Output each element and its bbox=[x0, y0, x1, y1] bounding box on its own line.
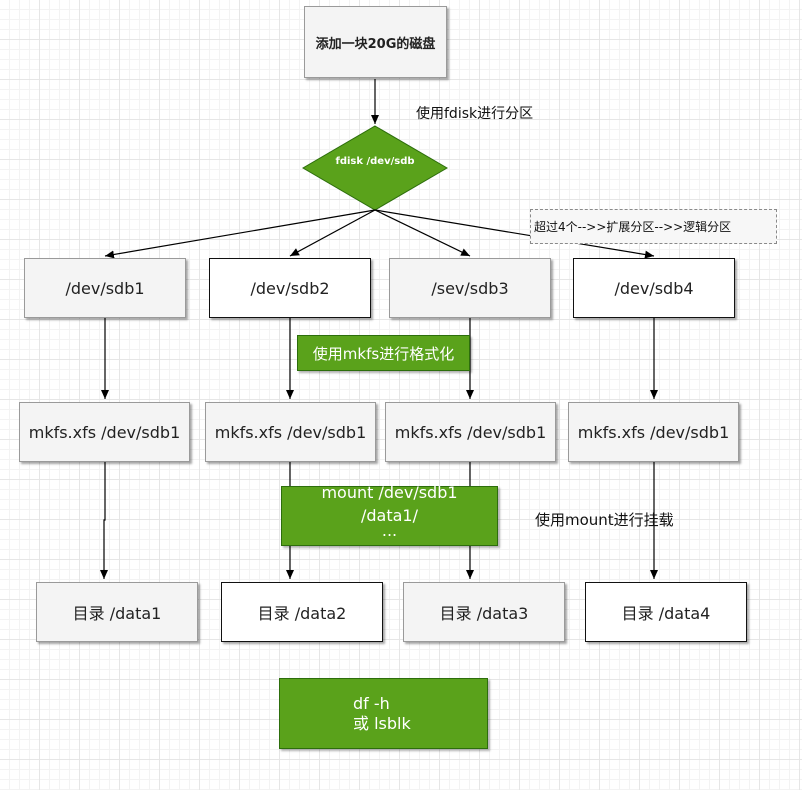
fdisk-label: 使用fdisk进行分区 bbox=[416, 106, 534, 122]
check-line-1: df -h bbox=[353, 693, 390, 713]
mkfs-command-1: mkfs.xfs /dev/sdb1 bbox=[28, 422, 181, 442]
partition-box-3: /sev/sdb3 bbox=[389, 258, 551, 318]
decision-diamond bbox=[302, 125, 448, 211]
connector-decision-sdb4 bbox=[374, 209, 655, 259]
directory-box-4: 目录 /data4 bbox=[585, 582, 747, 642]
mkfs-command-4: mkfs.xfs /dev/sdb1 bbox=[577, 422, 730, 442]
start-box-text: 添加一块20G的磁盘 bbox=[315, 36, 436, 52]
start-box: 添加一块20G的磁盘 bbox=[304, 6, 447, 78]
directory-label-1: 目录 /data1 bbox=[72, 604, 162, 623]
mkfs-command-2: mkfs.xfs /dev/sdb1 bbox=[214, 422, 367, 442]
partition-box-1: /dev/sdb1 bbox=[24, 258, 186, 318]
directory-box-2: 目录 /data2 bbox=[221, 582, 383, 642]
mkfs-label-box: 使用mkfs进行格式化 bbox=[297, 335, 470, 371]
note-extended-partition: 超过4个-->>扩展分区-->>逻辑分区 bbox=[530, 209, 777, 244]
mkfs-label-text: 使用mkfs进行格式化 bbox=[312, 344, 455, 363]
connector-decision-sdb1 bbox=[104, 209, 376, 259]
mount-line-2: /data1/ bbox=[361, 506, 418, 525]
directory-box-1: 目录 /data1 bbox=[36, 582, 198, 642]
connector-decision-sdb3 bbox=[374, 209, 471, 257]
partition-box-4: /dev/sdb4 bbox=[573, 258, 735, 318]
mkfs-command-3: mkfs.xfs /dev/sdb1 bbox=[394, 422, 547, 442]
mount-line-1: mount /dev/sdb1 bbox=[321, 483, 458, 502]
directory-label-2: 目录 /data2 bbox=[257, 604, 347, 623]
mkfs-box-4: mkfs.xfs /dev/sdb1 bbox=[568, 402, 739, 462]
mount-line-3: ... bbox=[381, 521, 398, 540]
mount-box: mount /dev/sdb1 /data1/ ... bbox=[281, 483, 498, 546]
directory-label-4: 目录 /data4 bbox=[621, 604, 711, 623]
partition-label-2: /dev/sdb2 bbox=[250, 278, 330, 298]
connector-decision-sdb2 bbox=[289, 209, 376, 257]
directory-box-3: 目录 /data3 bbox=[403, 582, 565, 642]
check-line-2: 或 lsblk bbox=[353, 713, 411, 733]
connector-mkfs1-dir bbox=[100, 462, 108, 579]
mkfs-box-1: mkfs.xfs /dev/sdb1 bbox=[19, 402, 190, 462]
partition-label-1: /dev/sdb1 bbox=[65, 278, 145, 298]
partition-label-4: /dev/sdb4 bbox=[614, 278, 694, 298]
directory-label-3: 目录 /data3 bbox=[439, 604, 529, 623]
check-command-box: df -h 或 lsblk bbox=[279, 678, 488, 749]
partition-box-2: /dev/sdb2 bbox=[209, 258, 371, 318]
decision-text: fdisk /dev/sdb bbox=[335, 156, 415, 167]
partition-label-3: /sev/sdb3 bbox=[431, 278, 509, 298]
mount-label: 使用mount进行挂载 bbox=[535, 511, 674, 529]
mkfs-box-3: mkfs.xfs /dev/sdb1 bbox=[385, 402, 556, 462]
mkfs-box-2: mkfs.xfs /dev/sdb1 bbox=[205, 402, 376, 462]
